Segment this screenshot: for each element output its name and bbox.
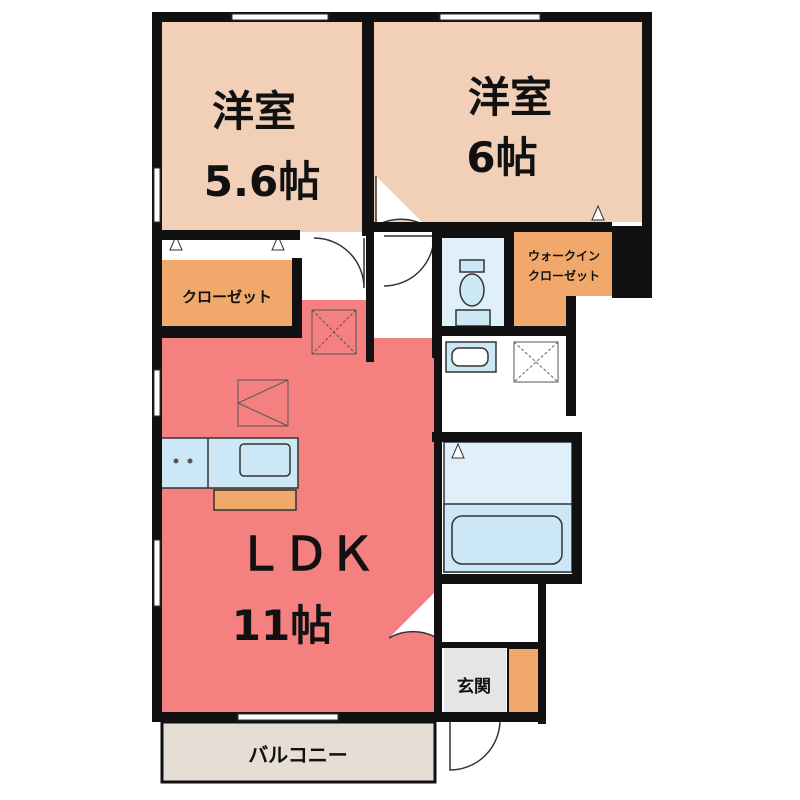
- ldk-area-upper: [294, 300, 368, 340]
- walk-in-closet-area: [512, 232, 620, 296]
- toilet-tank: [459, 259, 485, 273]
- kitchen-sink: [239, 443, 291, 477]
- door-marker-1: [169, 234, 183, 251]
- kitchen-cabinet: [213, 489, 297, 511]
- toilet-bowl: [459, 273, 485, 307]
- western-room-1-area: [160, 20, 364, 232]
- western-room-2-size: 6帖: [466, 133, 537, 182]
- entrance-label: 玄関: [457, 676, 491, 697]
- closet-area: [160, 260, 294, 328]
- western-room-1-size: 5.6帖: [204, 157, 320, 206]
- toilet-sink: [455, 309, 491, 327]
- entrance-area: [444, 648, 506, 714]
- door-swing-toilet: [383, 235, 435, 287]
- walk-in-closet-area-lower: [512, 292, 568, 326]
- stove-burner-left: [173, 458, 179, 464]
- door-marker-3: [591, 204, 605, 221]
- balcony-area: [160, 720, 437, 784]
- walk-in-closet-line1: ウォークイン: [528, 249, 600, 263]
- shoe-cabinet: [507, 647, 541, 715]
- wash-basin-bowl: [451, 347, 489, 367]
- western-room-1-name: 洋室: [212, 87, 296, 136]
- storage-box-upper: [311, 309, 357, 355]
- western-room-2-name: 洋室: [468, 73, 552, 122]
- bathtub-inner: [451, 515, 563, 565]
- ldk-area: [160, 338, 437, 716]
- balcony-label: バルコニー: [248, 743, 348, 767]
- stove-burner-right: [187, 458, 193, 464]
- closet-label: クローゼット: [182, 288, 272, 306]
- ldk-name: ＬＤＫ: [237, 527, 375, 581]
- walk-in-closet-line2: クローゼット: [528, 268, 600, 283]
- washing-machine-space: [513, 341, 559, 383]
- ldk-size: 11帖: [232, 601, 332, 650]
- door-swing-room1: [313, 237, 365, 289]
- door-swing-entrance: [449, 719, 501, 771]
- door-marker-4: [451, 442, 465, 459]
- door-marker-2: [271, 234, 285, 251]
- western-room-2-area: [372, 20, 644, 222]
